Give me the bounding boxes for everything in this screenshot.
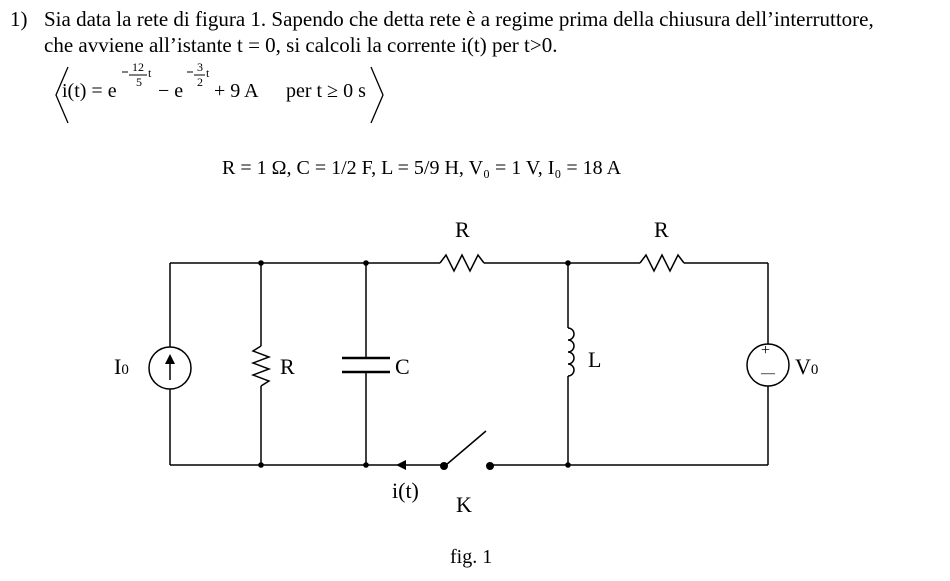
current-source-label: I0 — [114, 354, 129, 379]
resistor-top-right — [639, 253, 685, 273]
junction-dot — [258, 260, 264, 266]
figure-caption: fig. 1 — [450, 546, 493, 568]
parameters-line: R = 1 Ω, C = 1/2 F, L = 5/9 H, V₀ = 1 V,… — [222, 157, 622, 179]
current-label: i(t) — [392, 478, 419, 503]
answer-condition: per t ≥ 0 s — [286, 80, 366, 102]
resistor-shunt-label: R — [280, 354, 295, 379]
exponent-2-variable: t — [206, 66, 210, 80]
resistor-top-left-label: R — [455, 217, 470, 242]
switch-arm — [445, 430, 487, 466]
voltage-source-minus: — — [761, 366, 775, 381]
answer-lhs: i(t) = e — [62, 80, 117, 102]
exponent-2-denominator: 2 — [197, 75, 203, 89]
answer-rest: + 9 A — [214, 80, 259, 102]
exponent-1-variable: t — [148, 66, 152, 80]
answer-middle: − e — [158, 80, 184, 102]
capacitor-label: C — [395, 354, 410, 379]
exponent-1-numerator: 12 — [132, 60, 144, 74]
right-angle-bracket — [370, 66, 384, 124]
problem-number: 1) — [10, 7, 28, 31]
junction-dot — [565, 462, 571, 468]
switch-contact-left — [440, 462, 448, 470]
problem-line-1: Sia data la rete di figura 1. Sapendo ch… — [44, 7, 874, 31]
junction-dot — [363, 462, 369, 468]
current-source-arrow-head — [165, 354, 175, 364]
resistor-top-left — [439, 253, 485, 273]
resistor-shunt — [250, 345, 272, 387]
resistor-top-right-label: R — [654, 217, 669, 242]
voltage-source-plus: + — [761, 342, 771, 359]
junction-dot — [363, 260, 369, 266]
exponent-2-numerator: 3 — [197, 60, 203, 74]
current-direction-arrow — [396, 460, 406, 470]
switch-label: K — [456, 492, 472, 517]
inductor — [567, 327, 575, 377]
junction-dot — [565, 260, 571, 266]
exponent-1-denominator: 5 — [136, 75, 142, 89]
junction-dot — [258, 462, 264, 468]
problem-line-2: che avviene all’istante t = 0, si calcol… — [44, 33, 558, 57]
voltage-source-label: V0 — [795, 354, 819, 379]
left-angle-bracket — [55, 66, 69, 124]
switch-contact-right — [486, 462, 494, 470]
inductor-label: L — [588, 347, 602, 372]
